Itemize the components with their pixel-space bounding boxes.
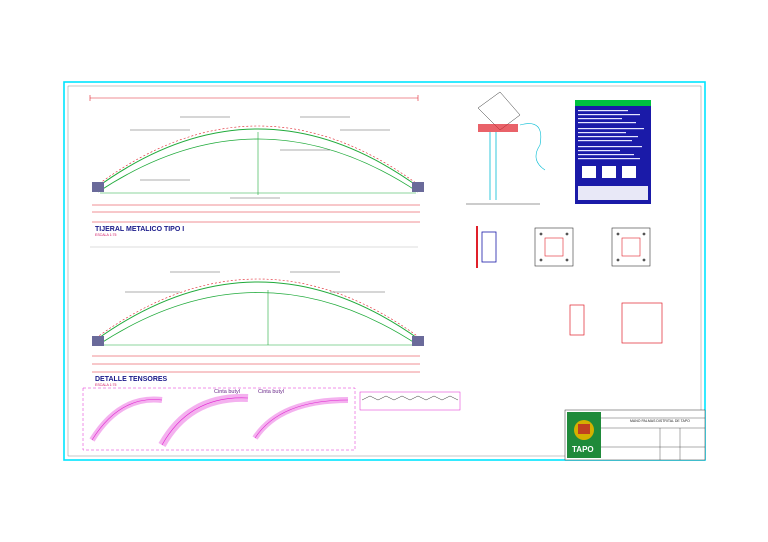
cinta-label-1: Cinta butyl: [214, 389, 240, 395]
truss-title: TIJERAL METALICO TIPO I: [95, 226, 185, 233]
title-block: [564, 409, 706, 461]
truss-scale: ESCALA 1:75: [95, 233, 117, 237]
anchor-detail: [466, 91, 546, 205]
cinta-label-2: Cinta butyl: [258, 389, 284, 395]
sheet-inner-border: [67, 85, 702, 457]
truss-type-2: [90, 246, 424, 373]
logo-text: TAPO: [572, 445, 594, 454]
base-plate-details: [476, 226, 663, 344]
tensor-detail: [82, 387, 461, 451]
project-name: MANO PALMAS DISTRITAL DE TAPO: [630, 419, 690, 423]
sheet-border: [63, 81, 706, 461]
specifications-panel: [575, 100, 651, 204]
tensor-scale: ESCALA 1:75: [95, 383, 117, 387]
tensor-title: DETALLE TENSORES: [95, 376, 168, 383]
truss-type-1: [89, 95, 424, 223]
